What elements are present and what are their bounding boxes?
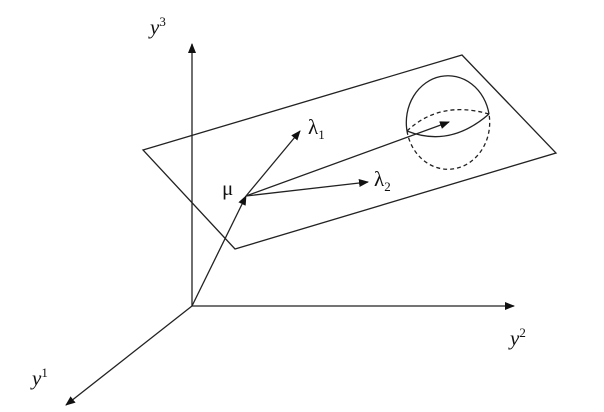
lambda1-vector <box>245 130 301 197</box>
lambda1-label: λ1 <box>308 115 325 143</box>
lambda2-base: λ <box>374 167 385 191</box>
lambda1-index: 1 <box>318 127 325 143</box>
sphere-upper <box>405 75 490 132</box>
y2-index: 2 <box>519 325 526 340</box>
lambda2-label: λ2 <box>374 167 391 195</box>
plane <box>141 54 558 250</box>
y1-label: y1 <box>32 365 48 391</box>
y2-label: y2 <box>510 325 526 351</box>
y2-base: y <box>510 326 520 350</box>
mu-label: μ <box>222 176 234 200</box>
y3-base: y <box>150 15 160 39</box>
y3-index: 3 <box>159 14 166 29</box>
mu-vector <box>191 195 247 307</box>
y1-axis <box>65 305 193 406</box>
lambda1-base: λ <box>308 115 319 139</box>
y3-label: y3 <box>150 14 166 40</box>
sphere-equator-back <box>406 109 490 132</box>
y1-index: 1 <box>41 365 48 380</box>
lambda2-index: 2 <box>384 179 391 195</box>
lambda2-vector <box>245 179 369 197</box>
y1-base: y <box>32 366 42 390</box>
sphere-equator-front <box>406 113 490 138</box>
